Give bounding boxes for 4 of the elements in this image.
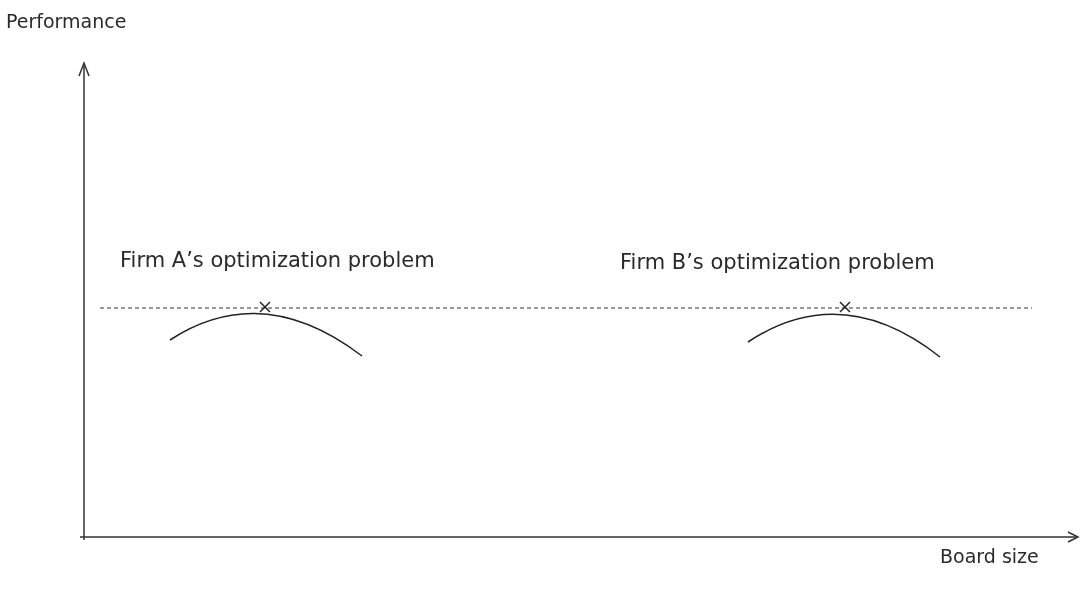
curve-label: Firm B’s optimization problem	[620, 250, 935, 274]
curve-label: Firm A’s optimization problem	[120, 248, 435, 272]
x-axis-label: Board size	[940, 545, 1039, 567]
y-axis-label: Performance	[6, 10, 127, 32]
